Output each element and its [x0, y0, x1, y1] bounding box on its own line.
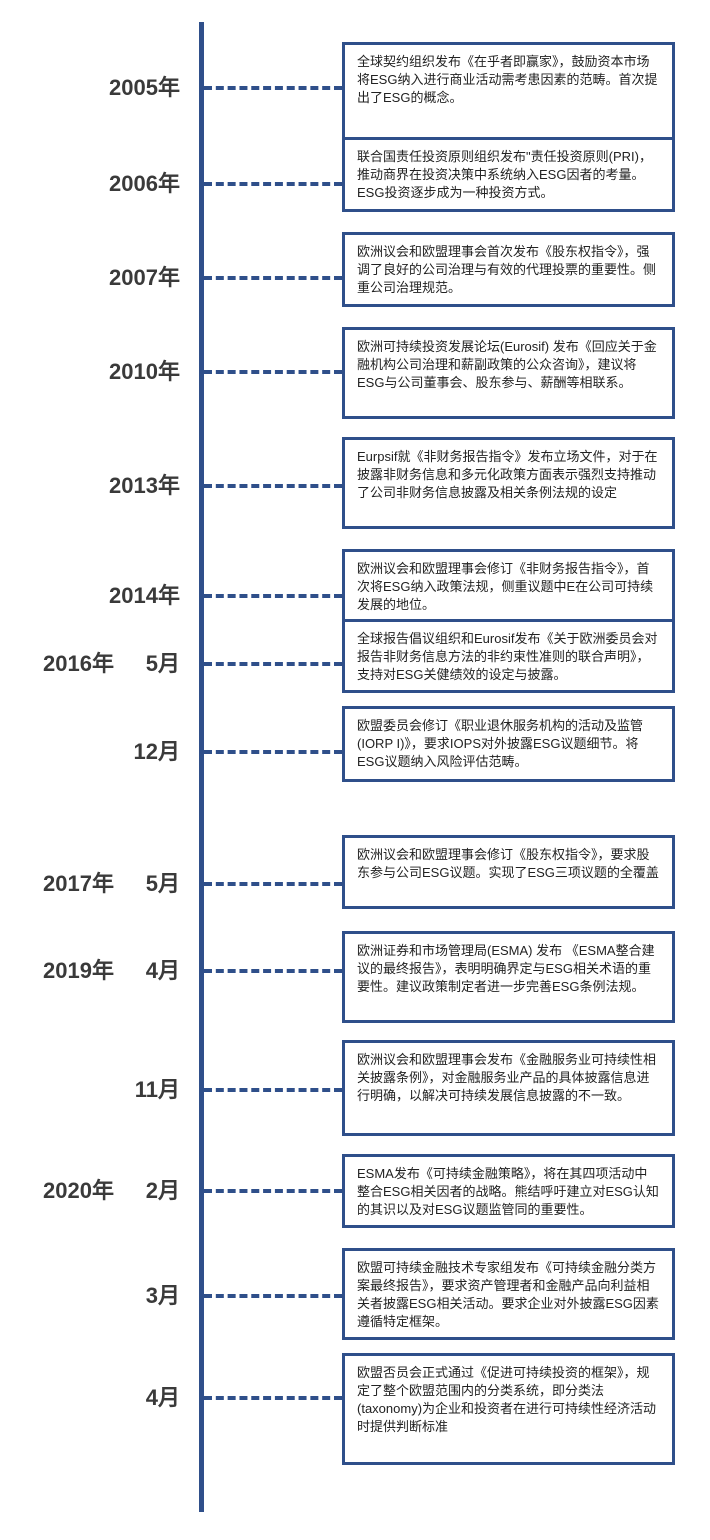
event-card: 欧洲议会和欧盟理事会修订《非财务报告指令》，首次将ESG纳入政策法规，侧重议题中… — [342, 549, 675, 625]
connector-dash — [204, 484, 342, 488]
connector-dash — [204, 750, 342, 754]
timeline-axis — [199, 22, 204, 1512]
year-label: 2020年 — [43, 1178, 114, 1203]
connector-dash — [204, 86, 342, 90]
month-label: 11月 — [134, 1077, 180, 1102]
year-label: 2007年 — [109, 265, 180, 290]
year-label: 2013年 — [109, 473, 180, 498]
connector-dash — [204, 1294, 342, 1298]
event-card: 欧洲议会和欧盟理事会首次发布《股东权指令》，强调了良好的公司治理与有效的代理投票… — [342, 232, 675, 307]
event-card: 联合国责任投资原则组织发布"责任投资原则(PRI)，推动商界在投资决策中系统纳入… — [342, 137, 675, 212]
event-card: Eurpsif就《非财务报告指令》发布立场文件，对于在披露非财务信息和多元化政策… — [342, 437, 675, 529]
year-label: 2006年 — [109, 171, 180, 196]
year-label: 2010年 — [109, 359, 180, 384]
connector-dash — [204, 882, 342, 886]
event-card: 欧盟否员会正式通过《促进可持续投资的框架》，规定了整个欧盟范围内的分类系统，即分… — [342, 1353, 675, 1465]
month-label: 5月 — [145, 871, 180, 896]
connector-dash — [204, 276, 342, 280]
month-label: 3月 — [145, 1283, 180, 1308]
event-card: 欧盟委员会修订《职业退休服务机构的活动及监管(IORP I)》，要求IOPS对外… — [342, 706, 675, 782]
event-card: 欧洲可持续投资发展论坛(Eurosif) 发布《回应关于金融机构公司治理和薪副政… — [342, 327, 675, 419]
event-card: ESMA发布《可持续金融策略》，将在其四项活动中整合ESG相关因者的战略。熊结呼… — [342, 1154, 675, 1228]
connector-dash — [204, 1088, 342, 1092]
connector-dash — [204, 969, 342, 973]
connector-dash — [204, 182, 342, 186]
year-label: 2016年 — [43, 651, 114, 676]
connector-dash — [204, 594, 342, 598]
event-card: 欧洲证券和市场管理局(ESMA) 发布 《ESMA整合建议的最终报告》，表明明确… — [342, 931, 675, 1023]
month-label: 4月 — [145, 958, 180, 983]
year-label: 2014年 — [109, 583, 180, 608]
month-label: 4月 — [145, 1385, 180, 1410]
event-card: 全球契约组织发布《在乎者即赢家》，鼓励资本市场将ESG纳入进行商业活动需考患因素… — [342, 42, 675, 146]
month-label: 2月 — [145, 1178, 180, 1203]
year-label: 2005年 — [109, 75, 180, 100]
connector-dash — [204, 370, 342, 374]
event-card: 全球报告倡议组织和Eurosif发布《关于欧洲委员会对报告非财务信息方法的非约束… — [342, 619, 675, 693]
month-label: 12月 — [133, 739, 180, 764]
year-label: 2019年 — [43, 958, 114, 983]
month-label: 5月 — [145, 651, 180, 676]
connector-dash — [204, 662, 342, 666]
connector-dash — [204, 1189, 342, 1193]
event-card: 欧洲议会和欧盟理事会修订《股东权指令》，要求股东参与公司ESG议题。实现了ESG… — [342, 835, 675, 909]
year-label: 2017年 — [43, 871, 114, 896]
event-card: 欧洲议会和欧盟理事会发布《金融服务业可持续性相关披露条例》，对金融服务业产品的具… — [342, 1040, 675, 1136]
event-card: 欧盟可持续金融技术专家组发布《可持续金融分类方案最终报告》，要求资产管理者和金融… — [342, 1248, 675, 1340]
connector-dash — [204, 1396, 342, 1400]
